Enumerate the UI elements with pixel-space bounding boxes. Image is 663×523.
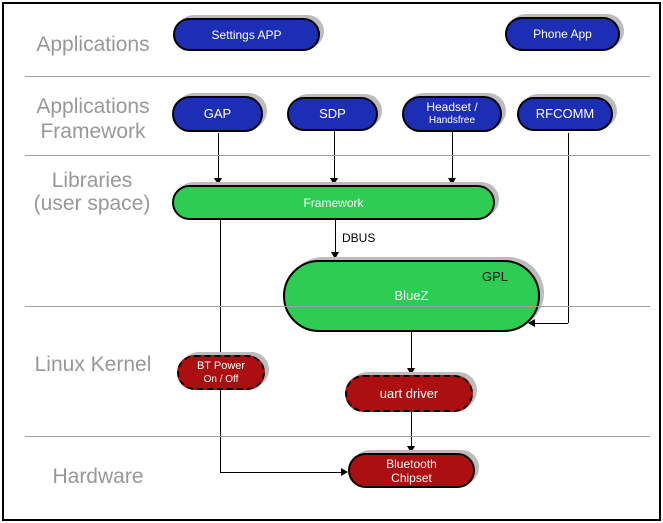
node-sdp: SDP xyxy=(287,97,378,131)
node-label: GAP xyxy=(203,106,232,121)
arrowhead-headset-framework xyxy=(448,178,456,185)
arrowhead-framework-bluez xyxy=(331,252,339,259)
arrowhead-bluez-uart xyxy=(407,368,415,375)
node-headset-handsfree: Headset / Handsfree xyxy=(402,96,502,132)
edge-label-dbus: DBUS xyxy=(342,231,376,245)
node-label: Chipset xyxy=(391,470,432,485)
arrowhead-gap-framework xyxy=(214,178,222,185)
layer-divider-kernel xyxy=(25,306,650,307)
layer-label-line: Framework xyxy=(40,120,146,143)
node-settings-app: Settings APP xyxy=(173,18,320,51)
node-label: Settings APP xyxy=(211,27,282,42)
arrowhead-rfcomm-bluez xyxy=(528,319,535,327)
layer-label-line: (user space) xyxy=(33,192,151,215)
layer-label-line: Hardware xyxy=(52,465,144,488)
node-phone-app: Phone App xyxy=(505,17,620,51)
gpl-badge: GPL xyxy=(481,269,508,284)
node-uart-driver: uart driver xyxy=(345,375,473,412)
node-label: Framework xyxy=(303,195,364,210)
layer-label-linux-kernel: Linux Kernel xyxy=(18,352,168,377)
arrowhead-uart-chipset xyxy=(407,446,415,453)
layer-label-libraries: Libraries (user space) xyxy=(12,169,172,215)
edge-rfcomm-bluez-horizontal xyxy=(535,323,568,324)
node-label: On / Off xyxy=(203,373,239,385)
layer-divider-applications xyxy=(25,76,650,77)
arrowhead-framework-chipset xyxy=(341,468,348,476)
node-label: Phone App xyxy=(533,27,592,41)
edge-bluez-uart xyxy=(411,332,412,369)
node-rfcomm: RFCOMM xyxy=(517,97,613,131)
layer-label-applications: Applications xyxy=(18,32,168,57)
edge-headset-framework xyxy=(452,132,453,180)
node-label: uart driver xyxy=(379,385,439,401)
layer-divider-hardware xyxy=(25,436,650,437)
edge-framework-bluez xyxy=(335,220,336,253)
edge-gap-framework xyxy=(218,133,219,180)
node-bluetooth-chipset: Bluetooth Chipset xyxy=(348,453,475,488)
layer-label-line: Applications xyxy=(36,95,150,118)
node-gap: GAP xyxy=(172,96,263,132)
node-label: Headset / xyxy=(426,100,478,114)
edge-rfcomm-bluez-vertical xyxy=(568,133,569,323)
node-label: RFCOMM xyxy=(535,106,595,121)
edge-framework-chipset-vertical xyxy=(220,220,221,472)
layer-label-line: Libraries xyxy=(51,169,133,192)
node-label: BT Power xyxy=(196,359,246,372)
node-label: Bluetooth xyxy=(386,456,437,471)
layer-label-line: Applications xyxy=(36,33,150,56)
node-bluez: GPL BlueZ xyxy=(283,260,540,332)
node-label: SDP xyxy=(319,106,346,121)
layer-label-applications-framework: Applications Framework xyxy=(18,94,168,144)
node-bt-power: BT Power On / Off xyxy=(177,355,265,390)
layer-label-line: Linux Kernel xyxy=(34,353,152,376)
edge-framework-chipset-horizontal xyxy=(220,472,341,473)
arrowhead-sdp-framework xyxy=(330,178,338,185)
node-label: Handsfree xyxy=(428,115,476,126)
layer-label-hardware: Hardware xyxy=(28,464,168,489)
edge-uart-chipset xyxy=(411,412,412,447)
node-framework: Framework xyxy=(172,185,495,220)
layer-divider-framework xyxy=(25,155,650,156)
node-label: BlueZ xyxy=(394,288,429,303)
